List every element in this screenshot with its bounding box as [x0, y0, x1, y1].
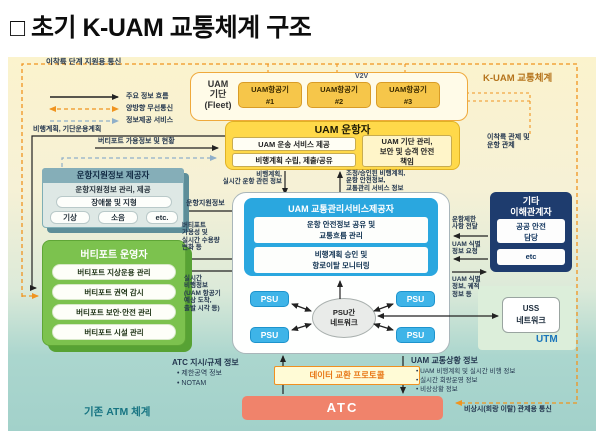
traffic-status-item-1: • UAM 비행계획 및 실시간 비행 정보: [416, 368, 516, 375]
support-item-noise: 소음: [98, 211, 138, 224]
kuam-system-label: K-UAM 교통체계: [483, 73, 553, 84]
uss-network-box: USS 네트워크: [502, 297, 560, 333]
stakeholder-public-safety: 공공 안전 담당: [497, 219, 565, 243]
atc-bar: ATC: [242, 396, 443, 420]
kuam-dashed-border: [21, 63, 578, 406]
aircraft-1-box: UAM항공기 #1: [238, 82, 302, 108]
support-item-etc: etc.: [146, 211, 178, 224]
flow-flightplan-realtime: 비행계획, 실시간 운항 관련 정보: [222, 171, 282, 186]
psp-item-plan-approval: 비행계획 승인 및 항로이탈 모니터링: [254, 247, 428, 273]
legend-heading: 이착륙 단계 지원용 통신: [46, 57, 122, 66]
flow-restriction: 운항제한 사항 전달: [452, 216, 478, 231]
legend-two-way-wireless: 양방향 무선통신: [126, 105, 174, 112]
flow-atc-directive: ATC 지시/규제 정보: [172, 358, 239, 367]
flow-vertiport-capacity: 버티포트 가용성 및 실시간 수용량 변화 등: [182, 222, 220, 252]
uam-operator-title: UAM 운항자: [314, 124, 371, 136]
flow-traffic-status: UAM 교통상황 정보: [411, 356, 478, 365]
atc-directive-item-2: • NOTAM: [177, 380, 207, 387]
fleet-title: UAM 기단 (Fleet): [204, 79, 232, 110]
legend-info-service: 정보제공 서비스: [126, 117, 174, 124]
traffic-mgmt-provider-title: UAM 교통관리서비스제공자: [288, 204, 394, 214]
flow-support-info: 운항지원정보: [186, 200, 225, 207]
flow-plan-fleet: 비행계획, 기단운용계획: [33, 126, 102, 133]
v2v-label: V2V: [355, 73, 369, 80]
utm-label: UTM: [536, 334, 558, 345]
operator-item-fleet-mgmt: UAM 기단 관리, 보안 및 승객 안전 책임: [362, 135, 452, 167]
flow-id-request: UAM 식별 정보 요청: [452, 241, 481, 256]
vertiport-item-facility: 버티포트 시설 관리: [52, 324, 176, 340]
psp-item-safety-info: 운항 안전정보 공유 및 교통흐름 관리: [254, 217, 428, 243]
stakeholders-title: 기타 이해관계자: [510, 196, 552, 217]
support-item-terrain: 장애물 및 지형: [56, 196, 172, 208]
traffic-status-item-3: • 비상상황 정보: [416, 386, 458, 393]
page-title: □ 초기 K-UAM 교통체계 구조: [10, 14, 312, 42]
psu-box-2: PSU: [396, 291, 435, 307]
vertiport-item-surveillance: 버티포트 권역 감시: [52, 284, 176, 300]
stakeholder-etc: etc: [497, 249, 565, 265]
legend-main-flow: 주요 정보 흐름: [126, 93, 169, 100]
psu-network-ellipse: PSU간 네트워크: [312, 298, 376, 338]
vertiport-item-ground-ops: 버티포트 지상운용 관리: [52, 264, 176, 280]
traffic-status-item-2: • 실시간 회랑운영 정보: [416, 377, 478, 384]
psu-box-3: PSU: [250, 327, 289, 343]
atc-directive-item-1: • 제한공역 정보: [177, 370, 222, 377]
psu-box-4: PSU: [396, 327, 435, 343]
support-provider-title: 운항지원정보 제공자: [42, 168, 184, 183]
psu-box-1: PSU: [250, 291, 289, 307]
aircraft-3-box: UAM항공기 #3: [376, 82, 440, 108]
operator-item-flightplan: 비행계획 수립, 제출/공유: [232, 153, 356, 167]
flow-emergency-comm: 비상시(회랑 이탈) 관제용 통신: [464, 406, 552, 413]
flow-vertiport-status: 버티포트 가용정보 및 현황: [98, 138, 175, 145]
support-item-weather: 기상: [50, 211, 90, 224]
atm-system-label: 기존 ATM 체계: [84, 406, 151, 418]
flow-takeoff-control: 이착륙 관제 및 운항 관제: [487, 134, 530, 150]
vertiport-operator-title: 버티포트 운영자: [80, 250, 148, 261]
flow-realtime-flight-info: 실시간 비행정보 (UAM 항공기 예상 도착, 출발 시각 등): [184, 275, 221, 312]
flow-id-trajectory: UAM 식별 정보, 궤적 정보 등: [452, 276, 481, 298]
operator-item-transport: UAM 운송 서비스 제공: [232, 137, 356, 151]
data-exchange-protocol-box: 데이터 교환 프로토콜: [274, 366, 420, 385]
vertiport-item-security: 버티포트 보안·안전 관리: [52, 304, 176, 320]
support-provider-subtitle: 운항지원정보 관리, 제공: [75, 185, 151, 194]
flow-approved-plan: 조정/승인된 비행계획, 운항 안전정보, 교통관리 서비스 정보: [346, 170, 406, 192]
